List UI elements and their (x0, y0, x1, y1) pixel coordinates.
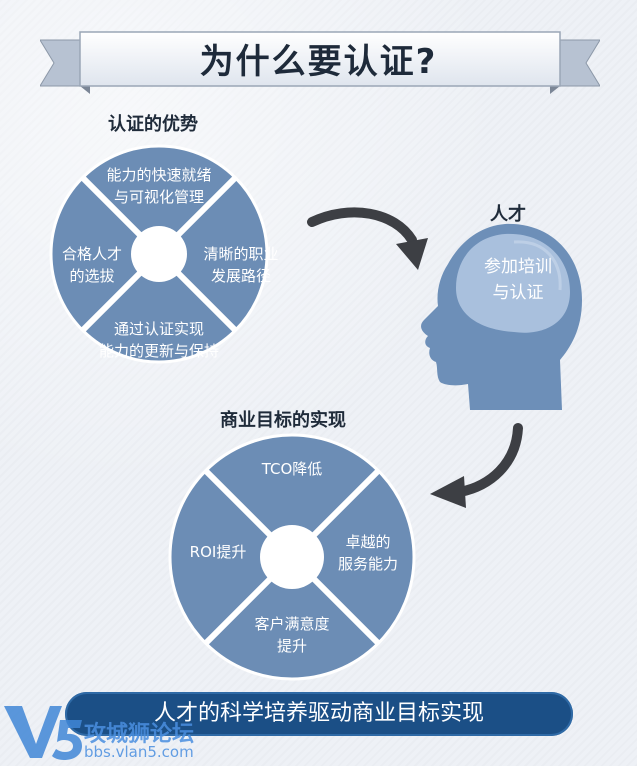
business-heading: 商业目标的实现 (220, 410, 346, 431)
brain-shape (456, 233, 570, 333)
business-wheel-hub (260, 525, 324, 589)
watermark-url: bbs.vlan5.com (84, 743, 194, 761)
bottom-banner (65, 692, 573, 736)
business-segment-bottom: 客户满意度 提升 (254, 615, 330, 655)
advantage-segment-left: 合格人才 的选拔 (61, 245, 122, 285)
watermark-name: 攻城狮论坛 (84, 722, 195, 747)
business-segment-top: TCO降低 (261, 460, 323, 478)
advantage-segment-bottom: 通过认证实现 能力的更新与保持 (98, 320, 219, 360)
advantage-segment-right: 清晰的职业 发展路径 (203, 245, 279, 285)
arrow-to-talent (307, 207, 428, 270)
brain-label: 参加培训 与认证 (484, 257, 552, 303)
advantage-segment-top: 能力的快速就绪 与可视化管理 (106, 166, 212, 206)
advantages-wheel-hub (131, 226, 187, 282)
business-segment-right: 卓越的 服务能力 (337, 533, 398, 573)
advantages-wheel (49, 144, 269, 364)
arrow-to-business (430, 423, 523, 508)
talent-heading: 人才 (490, 204, 526, 225)
v5-logo-icon (4, 706, 82, 760)
business-segment-left: ROI提升 (189, 543, 247, 561)
advantages-heading: 认证的优势 (108, 114, 198, 135)
bottom-banner-text: 人才的科学培养驱动商业目标实现 (153, 701, 484, 726)
head-silhouette (421, 223, 582, 410)
business-wheel (168, 433, 416, 681)
page-title: 为什么要认证? (199, 42, 438, 82)
title-banner (40, 31, 600, 94)
